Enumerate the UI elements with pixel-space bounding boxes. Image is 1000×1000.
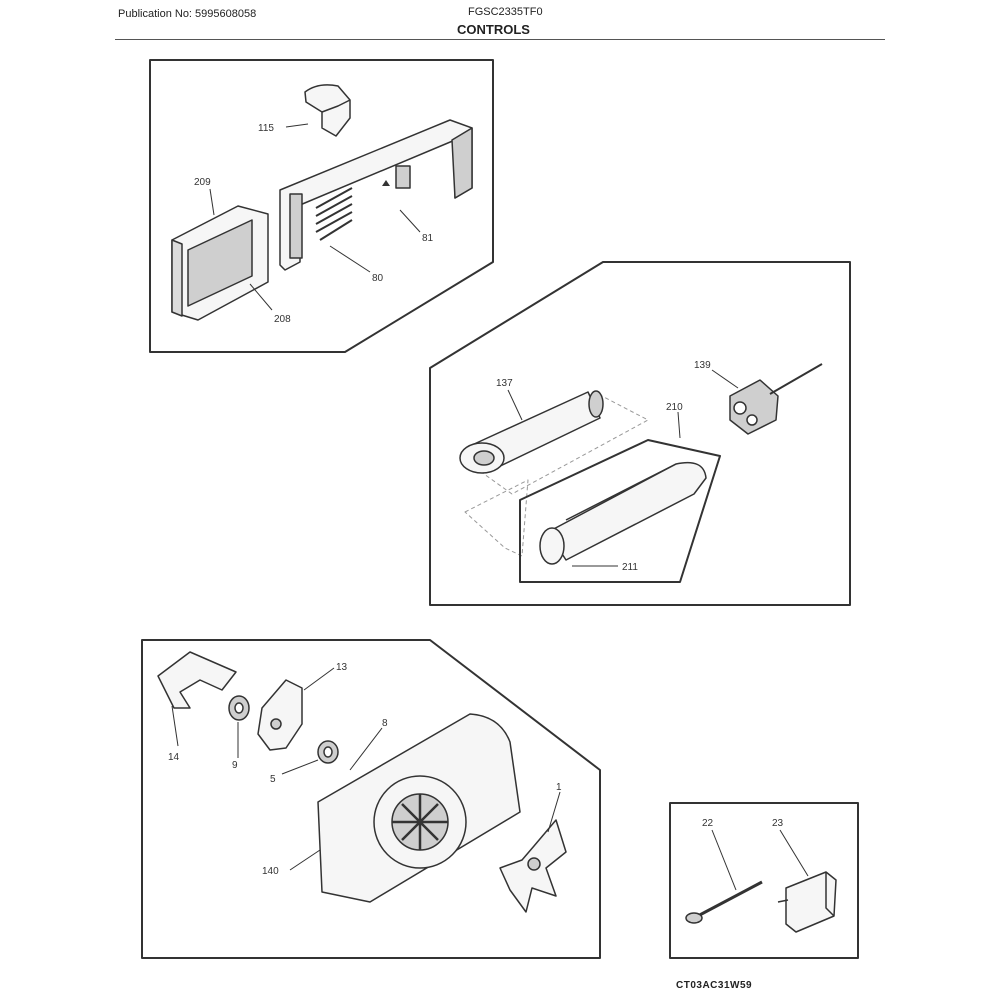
part-13-motor-mount [257,679,303,751]
part-22-sensor-wire [685,880,763,924]
model-number: FGSC2335TF0 [468,6,543,18]
callout-137: 137 [496,378,513,389]
callout-208: 208 [274,314,291,325]
callout-115: 115 [258,123,274,134]
callout-140: 140 [262,866,279,877]
callout-139: 139 [694,360,711,371]
callout-14: 14 [168,752,180,763]
part-9-washer [228,695,250,721]
callout-211: 211 [622,562,638,573]
part-140-fan-housing [317,713,521,903]
figure-code: CT03AC31W59 [676,980,753,991]
callout-13: 13 [336,662,348,673]
part-137-light-bulb [459,390,604,474]
callout-22: 22 [702,818,714,829]
callout-210: 210 [666,402,683,413]
header-rule [115,39,885,40]
leader-lines [171,123,809,891]
panel-switch [669,802,859,959]
callout-1: 1 [556,782,562,793]
callout-8: 8 [382,718,388,729]
callout-209: 209 [194,177,211,188]
part-1-fan-blade [499,819,567,913]
callout-80: 80 [372,273,384,284]
part-209-display-bezel [171,205,269,321]
callout-9: 9 [232,760,238,771]
callout-81: 81 [422,233,434,244]
callout-5: 5 [270,774,276,785]
part-23-switch [777,871,837,933]
section-title: CONTROLS [457,22,530,37]
panel-controls-housing [149,59,494,353]
part-139-light-socket [729,363,823,435]
part-210-light-shield [519,439,721,583]
callout-23: 23 [772,818,784,829]
part-14-bracket [157,651,237,709]
publication-number: Publication No: 5995608058 [118,8,257,20]
part-80-control-housing [279,119,473,271]
panel-light-assembly [429,261,851,606]
panel-fan-motor [141,639,601,959]
part-115-button-cap [304,84,351,137]
part-5-grommet [317,740,339,764]
